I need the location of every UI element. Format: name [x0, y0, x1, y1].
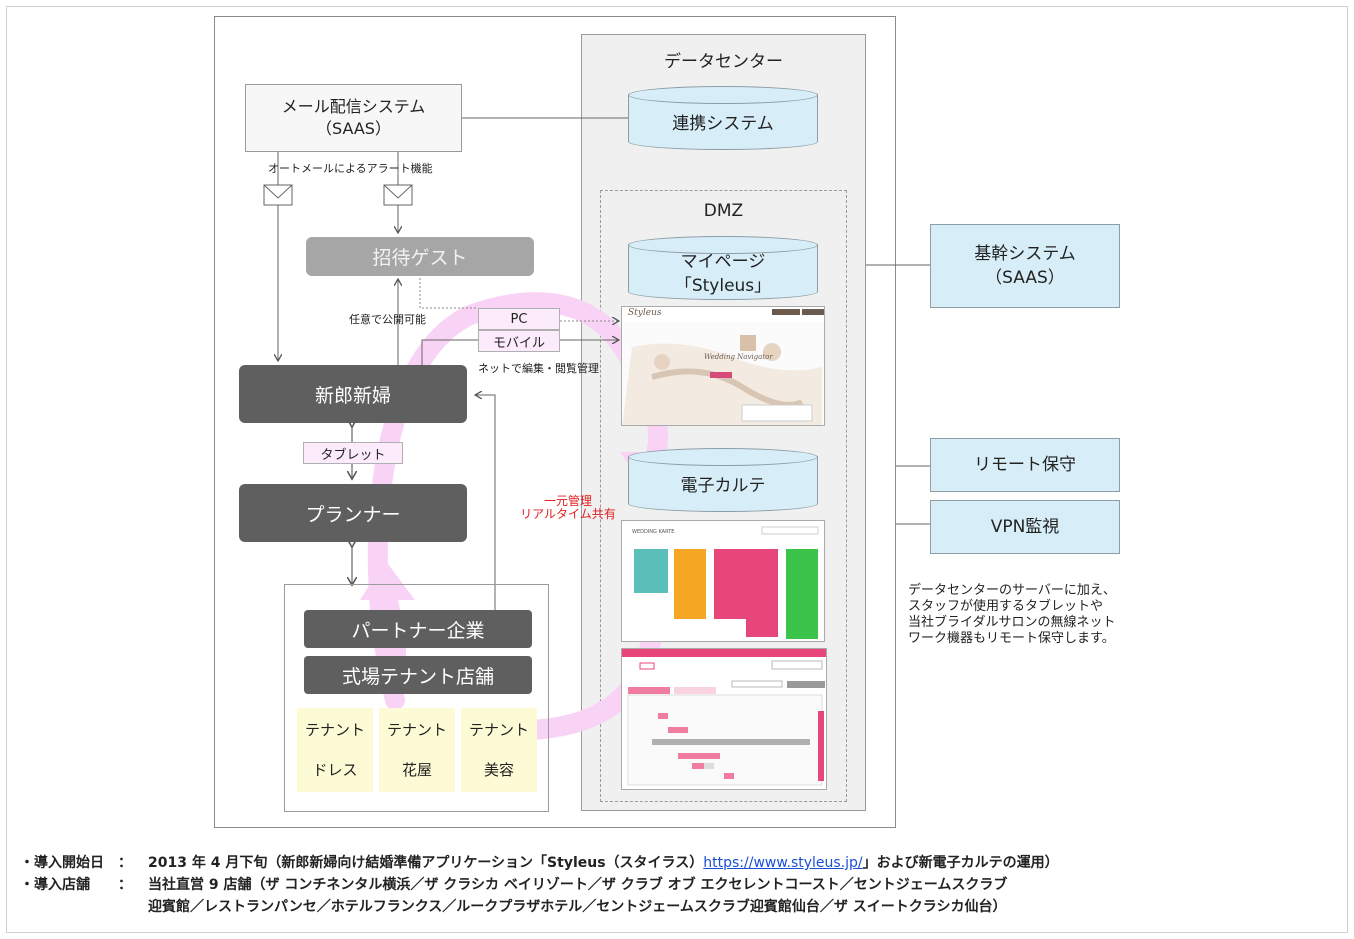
- start-date-label: ・導入開始日 ：: [20, 855, 132, 871]
- calendar-screenshot: [621, 648, 827, 790]
- styleus-brand: Styleus: [628, 308, 662, 318]
- core-system-box: 基幹システム （SAAS）: [930, 224, 1120, 308]
- mail-system-box: メール配信システム （SAAS）: [245, 84, 462, 152]
- start-date-text: 2013 年 4 月下旬（新郎新婦向け結婚準備アプリケーション「Styleus（…: [148, 855, 704, 871]
- mail-envelope-icon: [263, 184, 413, 206]
- publish-note: 任意で公開可能: [349, 313, 426, 326]
- karte-db: 電子カルテ: [628, 448, 818, 512]
- tenant-florist-box: テナント 花屋: [379, 708, 455, 792]
- core-system-label: 基幹システム: [974, 244, 1076, 264]
- invited-guest-box: 招待ゲスト: [306, 237, 534, 276]
- outer-border: [6, 6, 1348, 933]
- stores-text: 当社直営 9 店舗（ザ コンチネンタル横浜／ザ クラシカ ベイリゾート／ザ クラ…: [148, 877, 1008, 893]
- calendar-image: [622, 649, 826, 786]
- couple-box: 新郎新婦: [239, 365, 467, 423]
- stores-text-2: 迎賓館／レストランパンセ／ホテルフランクス／ルークプラザホテル／セントジェームス…: [148, 899, 1007, 915]
- mypage-db: マイページ 「Styleus」: [628, 236, 818, 300]
- tenant-type: 花屋: [401, 761, 432, 779]
- styleus-screenshot: Styleus Wedding Navigator: [621, 306, 825, 426]
- core-system-saas: （SAAS）: [985, 268, 1065, 288]
- tenant-label: テナント: [386, 721, 447, 739]
- pc-label: PC: [478, 308, 560, 330]
- remote-maintenance-note: データセンターのサーバーに加え、 スタッフが使用するタブレットや 当社ブライダル…: [908, 583, 1168, 647]
- partner-area: [284, 584, 549, 812]
- tablet-label: タブレット: [303, 442, 403, 464]
- mobile-label: モバイル: [478, 330, 560, 352]
- unified-line2: リアルタイム共有: [520, 507, 616, 521]
- stores-line: ・導入店舗 ： 当社直営 9 店舗（ザ コンチネンタル横浜／ザ クラシカ ベイリゾ…: [20, 874, 1340, 896]
- dmz-area: [600, 190, 847, 802]
- stores-label: ・導入店舗 ：: [20, 877, 132, 893]
- wedding-navigator-text: Wedding Navigator: [704, 353, 773, 361]
- karte-label: 電子カルテ: [680, 476, 766, 496]
- karte-screenshot: WEDDING KARTE: [621, 520, 825, 642]
- unified-line1: 一元管理: [543, 494, 592, 508]
- tenant-type: 美容: [483, 761, 514, 779]
- mail-system-saas: （SAAS）: [316, 119, 391, 138]
- mail-system-label: メール配信システム: [281, 97, 426, 116]
- styleus-label: 「Styleus」: [674, 276, 772, 296]
- karte-title: WEDDING KARTE: [632, 529, 675, 535]
- partner-company-box: パートナー企業: [304, 610, 532, 648]
- note-line: データセンターのサーバーに加え、: [908, 583, 1116, 598]
- start-date-line: ・導入開始日 ： 2013 年 4 月下旬（新郎新婦向け結婚準備アプリケーション「…: [20, 852, 1340, 874]
- renkei-system-db: 連携システム: [628, 86, 818, 150]
- renkei-label: 連携システム: [672, 114, 774, 134]
- vpn-monitoring-box: VPN監視: [930, 500, 1120, 554]
- tenant-beauty-box: テナント 美容: [461, 708, 537, 792]
- datacenter-title: データセンター: [664, 51, 783, 72]
- tenant-label: テナント: [304, 721, 365, 739]
- tenant-dress-box: テナント ドレス: [297, 708, 373, 792]
- net-edit-note: ネットで編集・閲覧管理: [478, 362, 599, 375]
- note-line: スタッフが使用するタブレットや: [908, 599, 1104, 614]
- tenant-label: テナント: [468, 721, 529, 739]
- styleus-map-image: [622, 307, 824, 425]
- note-line: 当社ブライダルサロンの無線ネット: [908, 615, 1116, 630]
- venue-tenant-box: 式場テナント店舗: [304, 656, 532, 694]
- note-line: ワーク機器もリモート保守します。: [908, 631, 1115, 646]
- styleus-link[interactable]: https://www.styleus.jp/: [703, 855, 863, 871]
- planner-box: プランナー: [239, 484, 467, 542]
- remote-maintenance-box: リモート保守: [930, 438, 1120, 492]
- dmz-title: DMZ: [703, 201, 744, 221]
- footer-notes: ・導入開始日 ： 2013 年 4 月下旬（新郎新婦向け結婚準備アプリケーション「…: [20, 852, 1340, 918]
- tenant-type: ドレス: [312, 761, 358, 779]
- auto-mail-alert-text: オートメールによるアラート機能: [268, 162, 433, 175]
- mypage-label: マイページ: [680, 252, 766, 272]
- stores-line-2: 迎賓館／レストランパンセ／ホテルフランクス／ルークプラザホテル／セントジェームス…: [20, 896, 1340, 918]
- karte-board-image: [634, 526, 819, 639]
- start-date-text-end: 」および新電子カルテの運用）: [862, 855, 1059, 871]
- unified-management-note: 一元管理 リアルタイム共有: [508, 495, 628, 521]
